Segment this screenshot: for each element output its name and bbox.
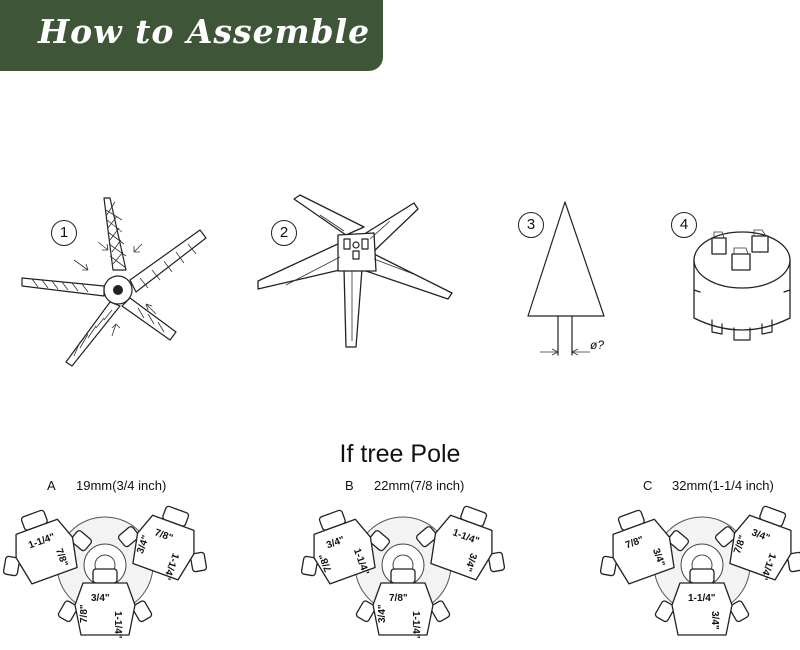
socket-size-label: 1-1/4" bbox=[112, 611, 123, 639]
adapter-socket-right: 3/4"1-1/4"7/8" bbox=[714, 505, 800, 581]
adapter-socket-right: 1-1/4"3/4" bbox=[415, 505, 506, 581]
adapter-b: 3/4"1-1/4"7/8"1-1/4"3/4"7/8"1-1/4"3/4" bbox=[300, 505, 506, 639]
adapter-socket-bottom: 7/8"1-1/4" 3/4" bbox=[355, 568, 451, 639]
header-banner: How to Assemble bbox=[0, 0, 383, 71]
adapter-c: 7/8"3/4" 3/4"1-1/4"7/8" 1-1/4" 3/4" bbox=[599, 505, 800, 636]
adapter-socket-left: 3/4"1-1/4"7/8" bbox=[300, 509, 391, 585]
option-b-size: 22mm(7/8 inch) bbox=[374, 478, 465, 493]
option-c-letter: C bbox=[643, 478, 653, 493]
adapter-socket-bottom: 3/4"1-1/4" 7/8" bbox=[57, 568, 153, 639]
page-title: How to Assemble bbox=[38, 12, 371, 51]
adapter-socket-left: 7/8"3/4" bbox=[599, 509, 690, 585]
socket-size-label: 1-1/4" bbox=[688, 593, 716, 604]
socket-size-label: 7/8" bbox=[79, 604, 90, 623]
option-a-letter: A bbox=[47, 478, 56, 493]
socket-size-label: 3/4" bbox=[709, 611, 720, 630]
step-number: 2 bbox=[271, 220, 297, 246]
option-a-size: 19mm(3/4 inch) bbox=[76, 478, 167, 493]
pole-diameter-label: ø? bbox=[590, 338, 605, 352]
option-b-letter: B bbox=[345, 478, 354, 493]
step-number: 1 bbox=[51, 220, 77, 246]
socket-size-label: 1-1/4" bbox=[410, 611, 421, 639]
adapter-socket-left: 1-1/4"7/8" bbox=[2, 509, 93, 585]
option-c-size: 32mm(1-1/4 inch) bbox=[672, 478, 774, 493]
socket-size-label: 3/4" bbox=[377, 604, 388, 623]
socket-size-label: 7/8" bbox=[389, 593, 408, 604]
step-number: 3 bbox=[518, 212, 544, 238]
step-number: 4 bbox=[671, 212, 697, 238]
adapter-a: 1-1/4"7/8"7/8"1-1/4"3/4"3/4"1-1/4"7/8" bbox=[2, 505, 208, 639]
adapter-socket-right: 7/8"1-1/4"3/4" bbox=[117, 505, 208, 581]
pole-section-title: If tree Pole bbox=[339, 440, 461, 468]
socket-size-label: 3/4" bbox=[91, 593, 110, 604]
adapter-socket-bottom: 1-1/4" 3/4" bbox=[654, 568, 750, 636]
